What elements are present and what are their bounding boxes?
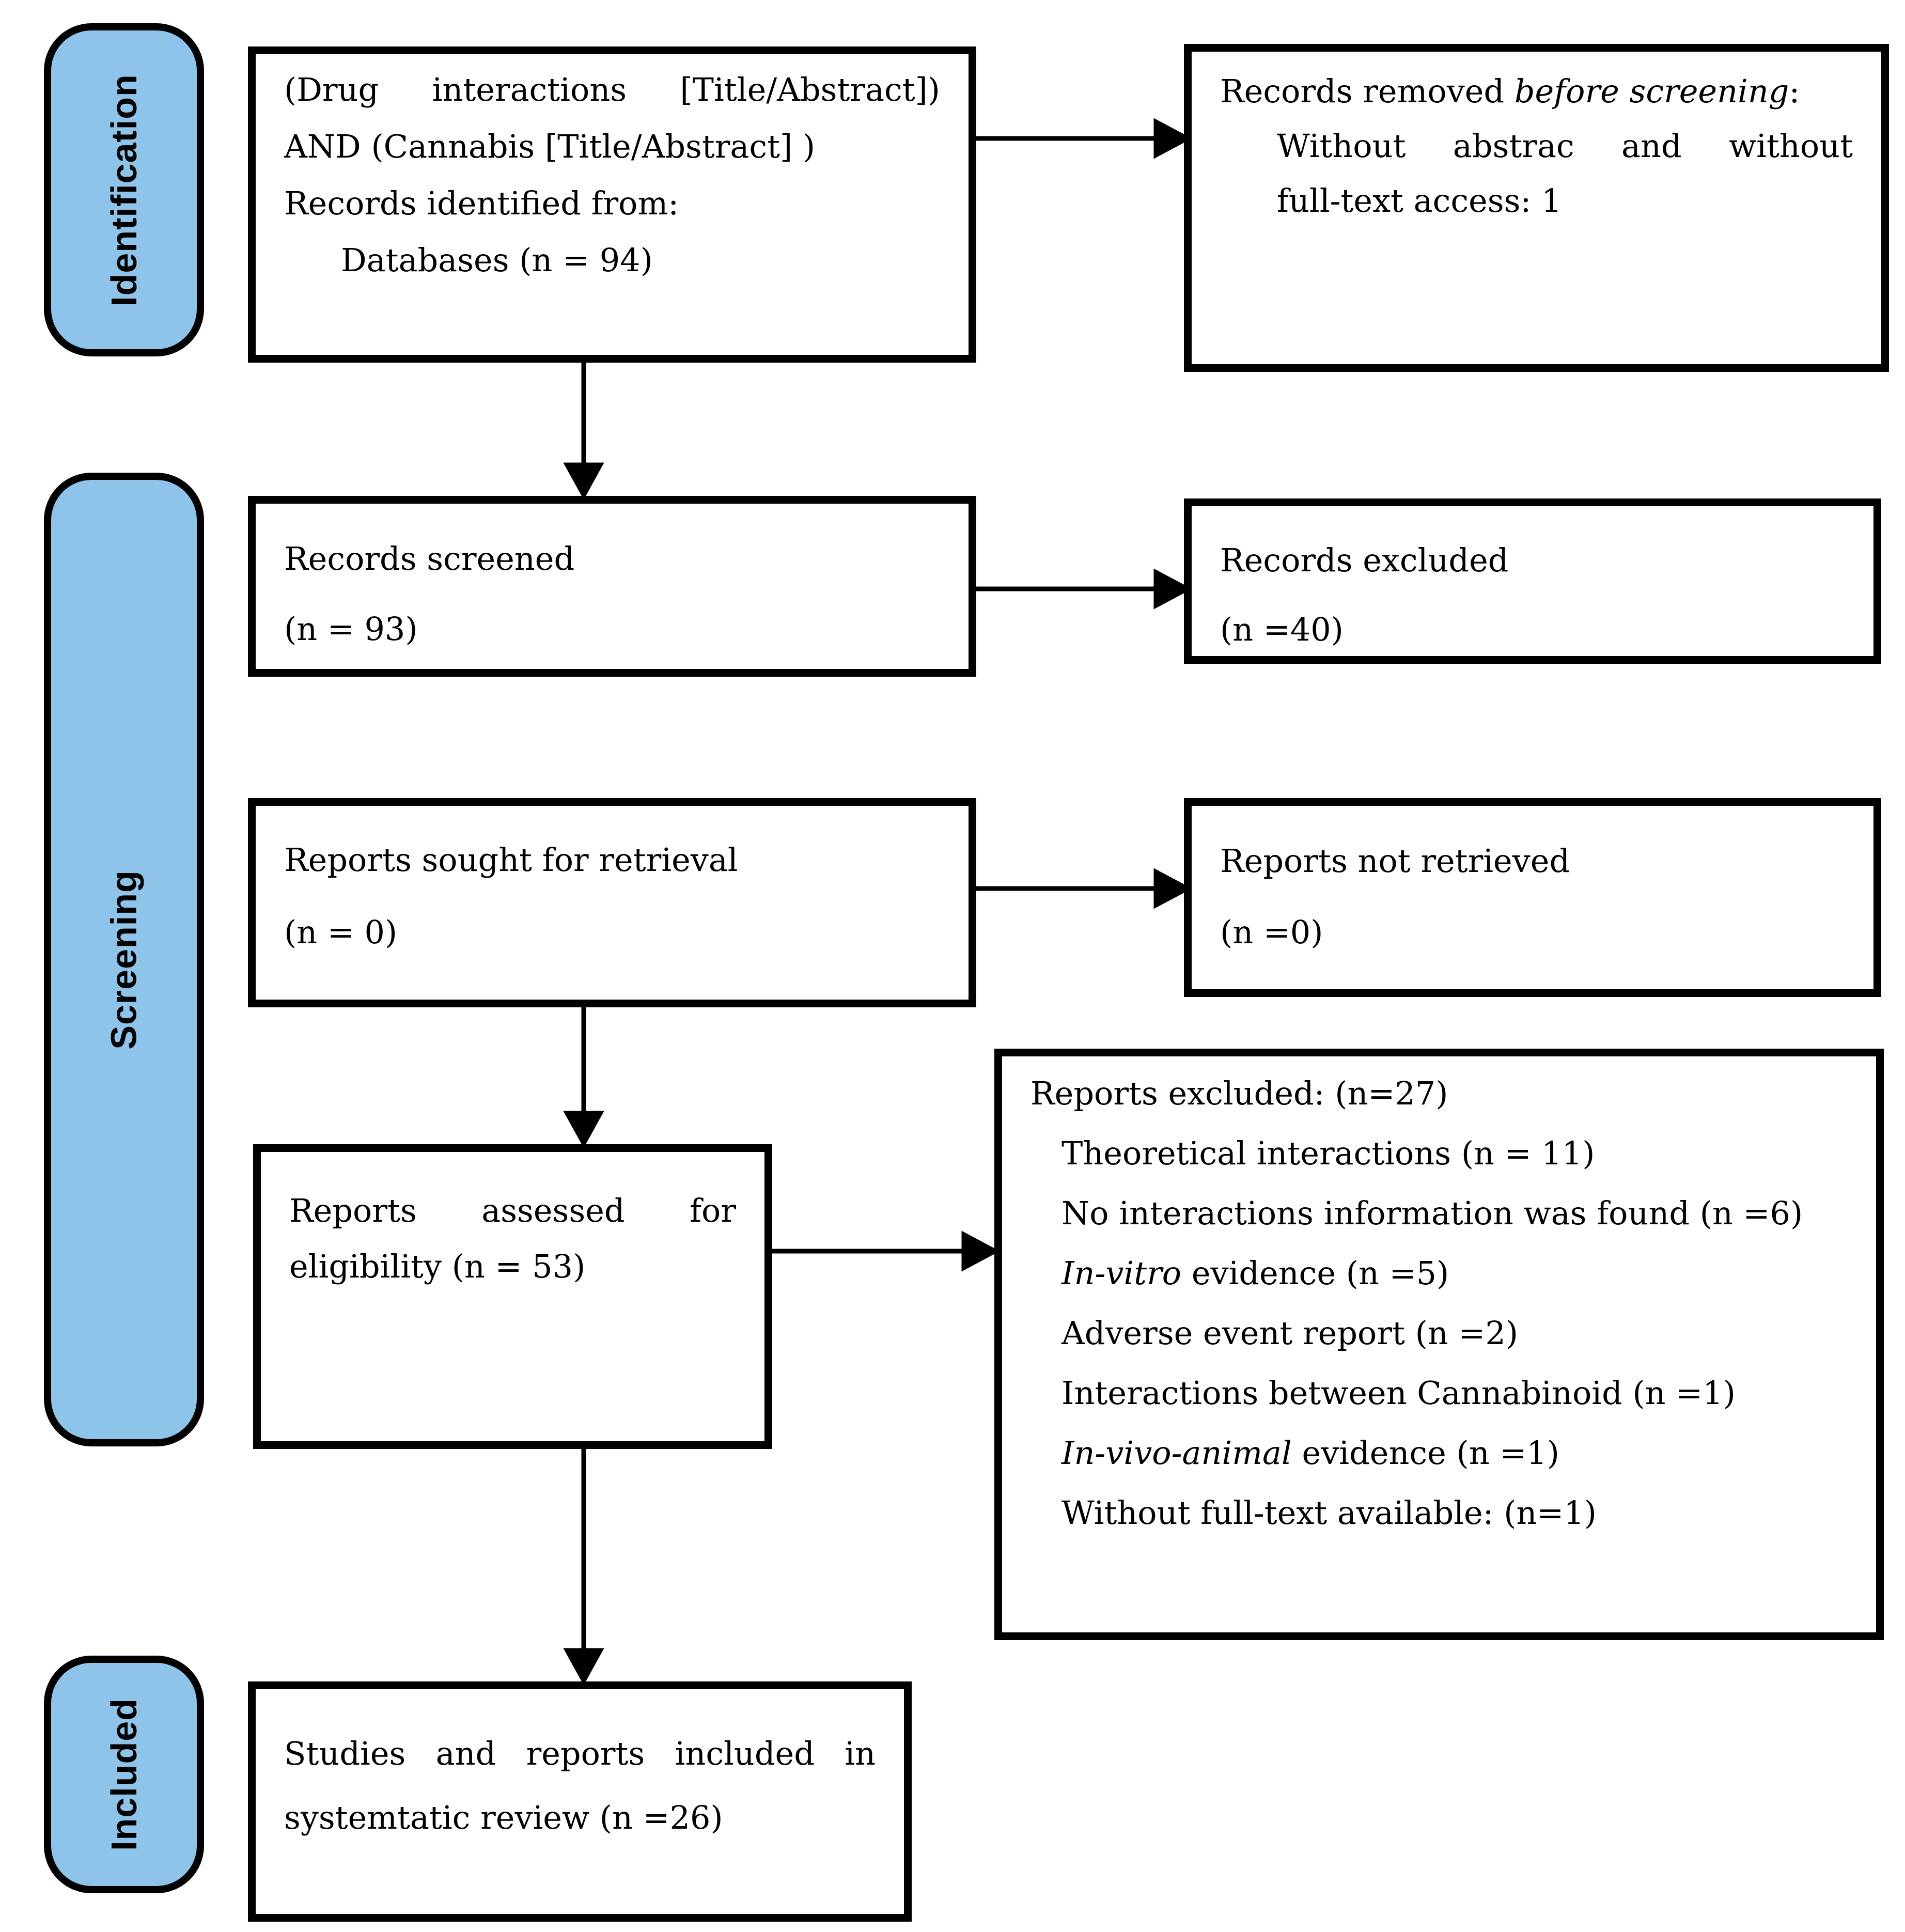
text-segment: Records excluded (1220, 541, 1509, 579)
arrow-head-right-icon (961, 1230, 1000, 1272)
text-line: Records excluded (1192, 532, 1873, 589)
arrow-head-down-icon (563, 462, 604, 500)
text-line: In-vivo-animal evidence (n =1) (1002, 1423, 1876, 1483)
text-segment: (n = 0) (284, 913, 398, 951)
text-segment: Studies and reports included in (284, 1735, 876, 1772)
arrow-head-right-icon (1153, 568, 1192, 610)
text-line: Without full-text available: (n=1) (1002, 1483, 1876, 1543)
text-segment: evidence (n =1) (1291, 1434, 1559, 1472)
arrow-head-right-icon (1153, 118, 1192, 159)
text-line: Reports assessed for (261, 1183, 764, 1239)
text-segment: Reports excluded: (n=27) (1030, 1074, 1448, 1112)
text-line: Records removed before screening: (1192, 64, 1881, 119)
text-segment: (n = 93) (284, 610, 418, 648)
text-line: systemtatic review (n =26) (256, 1789, 904, 1846)
text-segment: (Drug interactions [Title/Abstract]) (284, 71, 940, 108)
text-line: (Drug interactions [Title/Abstract]) (256, 61, 969, 118)
text-line: (n = 0) (256, 904, 969, 961)
text-line: Reports excluded: (n=27) (1002, 1064, 1876, 1124)
stage-label-identification: Identification (44, 23, 204, 356)
arrow-head-right-icon (1153, 868, 1192, 909)
text-line: Reports sought for retrieval (256, 832, 969, 889)
text-line: eligibility (n = 53) (261, 1239, 764, 1295)
text-segment: Theoretical interactions (n = 11) (1061, 1134, 1595, 1172)
text-segment: AND (Cannabis [Title/Abstract] ) (284, 128, 816, 165)
text-line: Records identified from: (256, 175, 969, 232)
text-segment: evidence (n =5) (1181, 1254, 1449, 1292)
text-segment: Without abstrac and without (1277, 127, 1853, 165)
box-records-excluded: Records excluded (n =40) (1184, 498, 1881, 664)
box-reports-not-retrieved: Reports not retrieved (n =0) (1184, 798, 1881, 997)
text-segment: Records screened (284, 540, 575, 578)
arrow-head-down-icon (563, 1111, 604, 1148)
text-segment: Interactions between Cannabinoid (n =1) (1061, 1374, 1736, 1412)
box-reports-sought: Reports sought for retrieval (n = 0) (248, 798, 976, 1007)
box-reports-excluded-reasons: Reports excluded: (n=27) Theoretical inte… (994, 1049, 1884, 1640)
box-reports-assessed: Reports assessed for eligibility (n = 53) (253, 1144, 772, 1449)
box-records-screened: Records screened (n = 93) (248, 496, 976, 677)
stage-label-text: Screening (104, 869, 145, 1050)
stage-label-included: Included (44, 1656, 204, 1893)
text-segment: Without full-text available: (n=1) (1061, 1494, 1597, 1532)
italic-text-segment: In-vivo-animal (1061, 1434, 1292, 1472)
text-segment: Reports assessed for (289, 1192, 736, 1229)
box-records-removed-before-screening: Records removed before screening: Without… (1184, 44, 1889, 372)
text-line: In-vitro evidence (n =5) (1002, 1243, 1876, 1303)
text-segment: Records removed (1220, 72, 1514, 110)
text-segment: systemtatic review (n =26) (284, 1799, 723, 1836)
text-segment: Reports sought for retrieval (284, 841, 738, 879)
text-segment: eligibility (n = 53) (289, 1248, 586, 1285)
text-segment: full-text access: 1 (1277, 182, 1562, 220)
text-segment: : (1789, 72, 1800, 110)
arrow-head-down-icon (563, 1648, 604, 1686)
text-line: Reports not retrieved (1192, 833, 1873, 890)
text-line: No interactions information was found (n… (1002, 1183, 1876, 1243)
text-line: Adverse event report (n =2) (1002, 1303, 1876, 1363)
text-line: Theoretical interactions (n = 11) (1002, 1124, 1876, 1183)
text-segment: Adverse event report (n =2) (1061, 1314, 1519, 1352)
stage-label-text: Included (104, 1698, 145, 1851)
stage-label-text: Identification (104, 73, 144, 306)
text-line: AND (Cannabis [Title/Abstract] ) (256, 118, 969, 175)
text-line: (n =0) (1192, 904, 1873, 961)
text-line: Records screened (256, 531, 969, 587)
italic-text-segment: In-vitro (1061, 1254, 1182, 1292)
text-segment: Reports not retrieved (1220, 842, 1570, 880)
text-line: full-text access: 1 (1192, 174, 1881, 228)
text-line: Studies and reports included in (256, 1725, 904, 1782)
stage-label-screening: Screening (44, 473, 204, 1446)
text-line: Databases (n = 94) (256, 232, 969, 289)
box-included-studies: Studies and reports included in systemtat… (248, 1681, 912, 1922)
box-records-identified: (Drug interactions [Title/Abstract]) AND … (248, 46, 976, 363)
text-segment: Records identified from: (284, 184, 679, 222)
text-line: (n = 93) (256, 601, 969, 658)
text-segment: Databases (n = 94) (341, 241, 653, 279)
text-line: (n =40) (1192, 601, 1873, 658)
text-segment: (n =0) (1220, 913, 1323, 951)
italic-text-segment: before screening (1514, 72, 1789, 110)
text-line: Without abstrac and without (1192, 119, 1881, 174)
text-line: Interactions between Cannabinoid (n =1) (1002, 1363, 1876, 1423)
text-segment: (n =40) (1220, 611, 1344, 648)
text-segment: No interactions information was found (n… (1061, 1194, 1803, 1232)
